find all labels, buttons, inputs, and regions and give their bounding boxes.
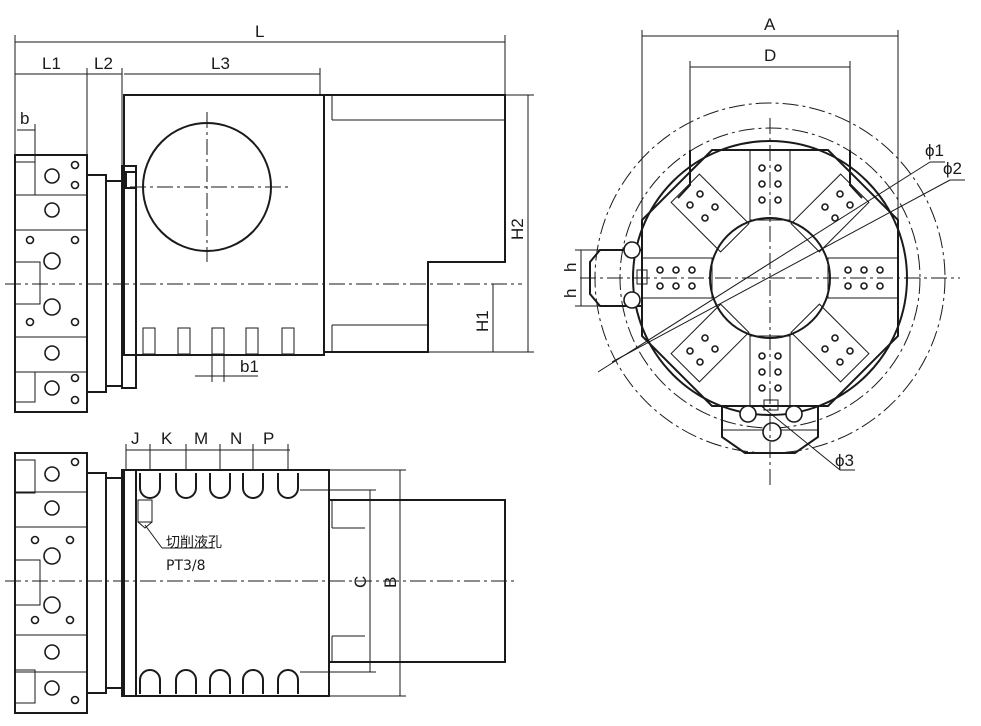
dim-A: A [764,15,776,34]
dim-N: N [230,429,242,448]
dim-D: D [764,46,776,65]
pocket-screw-holes [656,164,884,392]
dim-J: J [131,429,140,448]
dim-h-lower: h [561,289,580,298]
dim-B: B [381,577,400,588]
dim-H1: H1 [473,310,492,332]
coolant-hole-label: 切削液孔 [166,535,222,551]
plan-tool-plate [14,457,87,705]
dim-L2: L2 [94,54,113,73]
front-view: A D h h ϕ1 ϕ2 ϕ3 [561,15,965,485]
dim-h-upper: h [561,263,580,272]
dim-C: C [351,576,370,588]
dim-phi1: ϕ1 [925,141,944,160]
plan-view: J K M N P C B 切削液孔 PT3/8 [5,429,515,714]
dim-b: b [20,109,29,128]
bolt-row [142,327,295,355]
dim-L1: L1 [42,54,61,73]
dim-phi2: ϕ2 [943,159,962,178]
dim-P: P [263,429,274,448]
dim-L: L [255,22,264,41]
coolant-slots-bottom [139,669,299,694]
dim-b1: b1 [240,357,259,376]
dim-M: M [194,429,208,448]
side-elevation-view: L L1 L2 L3 b b1 H2 H1 [5,22,534,413]
coolant-slots-top [139,473,299,499]
tool-plate-stations [14,160,87,405]
dim-K: K [161,429,173,448]
dim-L3: L3 [211,54,230,73]
dim-phi3: ϕ3 [835,451,854,470]
thread-spec-label: PT3/8 [166,558,206,574]
dim-H2: H2 [508,218,527,240]
